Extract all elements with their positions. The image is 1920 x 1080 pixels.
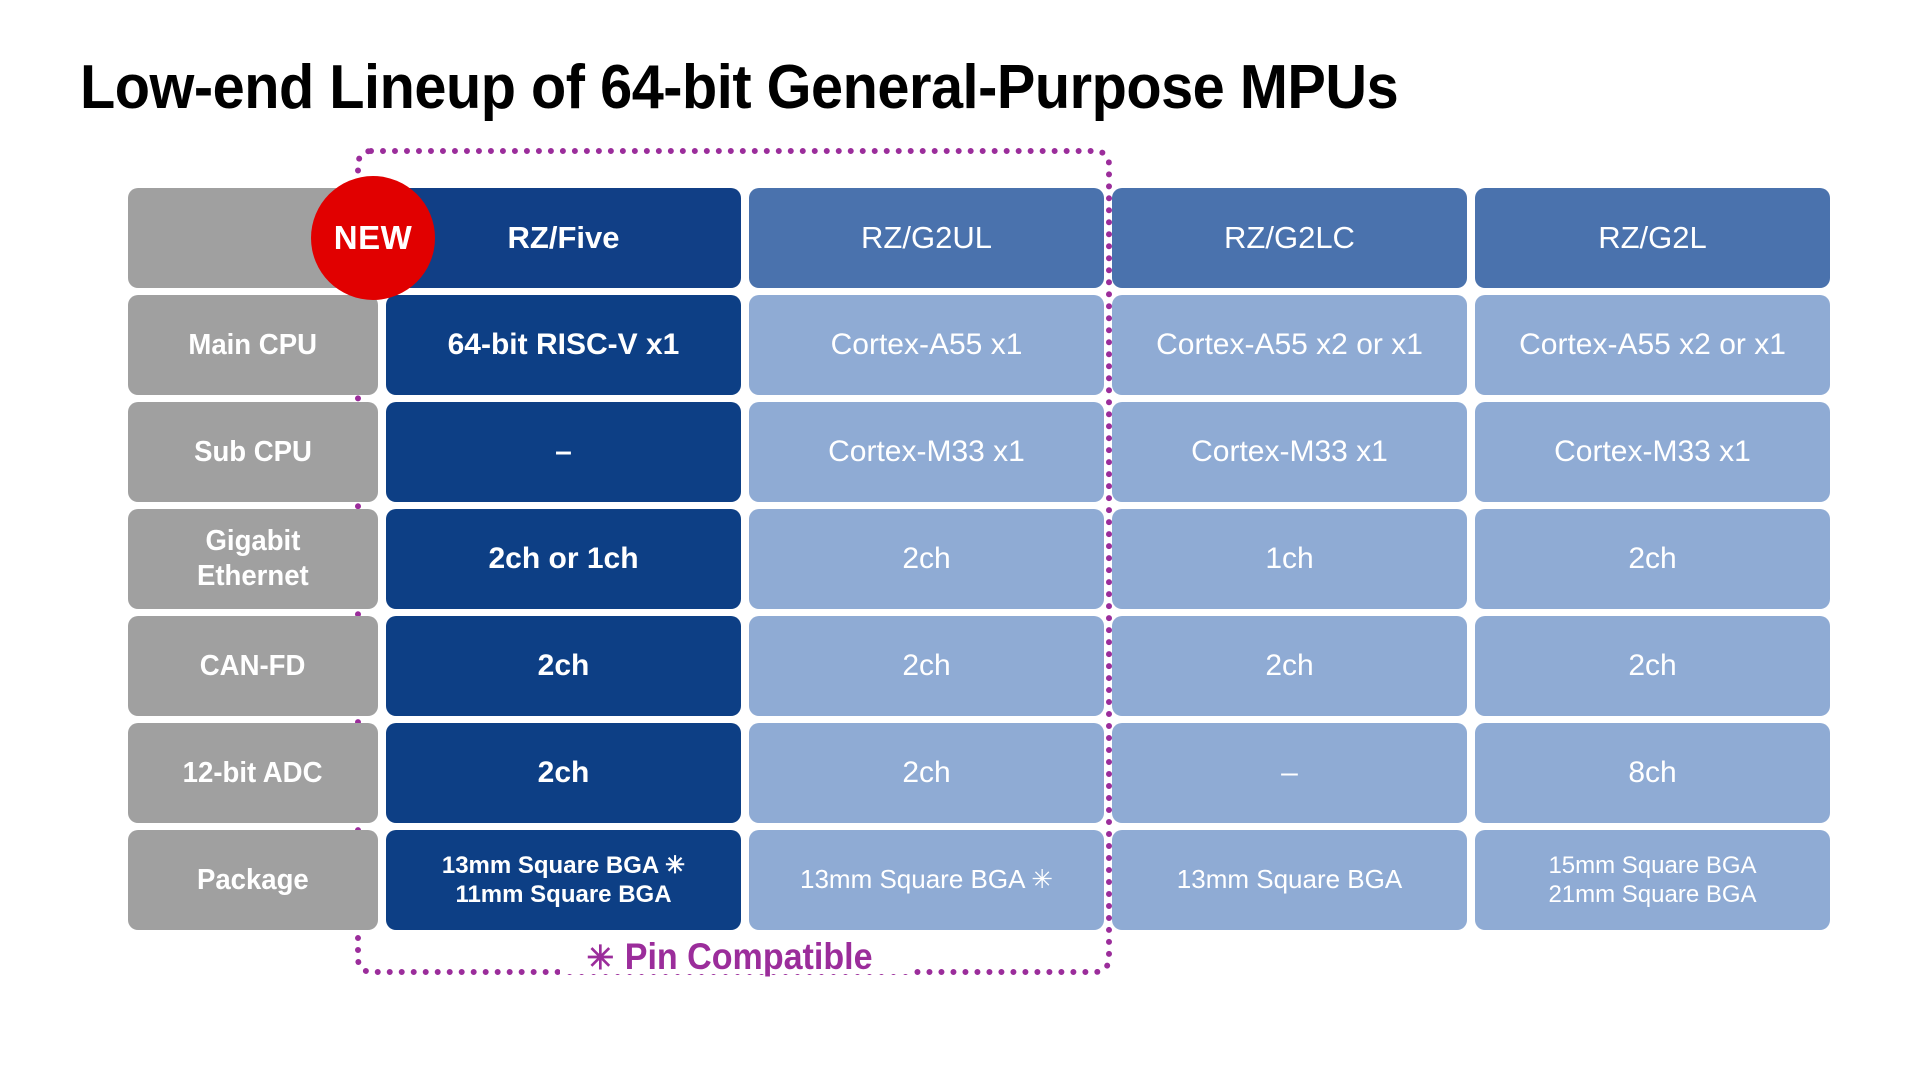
cell-main-cpu-rz-g2lc: Cortex-A55 x2 or x1 <box>1112 295 1467 395</box>
package-line1: 13mm Square BGA ✳ <box>441 851 686 879</box>
package-line2: 21mm Square BGA <box>1548 881 1757 908</box>
cell-main-cpu-rz-g2ul: Cortex-A55 x1 <box>749 295 1104 395</box>
row-label-sub-cpu: Sub CPU <box>128 402 378 502</box>
row-label-gigabit-ethernet: Gigabit Ethernet <box>128 509 378 609</box>
new-badge: NEW <box>311 176 435 300</box>
cell-can-fd-rz-g2lc: 2ch <box>1112 616 1467 716</box>
cell-sub-cpu-rz-g2lc: Cortex-M33 x1 <box>1112 402 1467 502</box>
cell-package-rz-g2l: 15mm Square BGA 21mm Square BGA <box>1475 830 1830 930</box>
package-line1: 15mm Square BGA <box>1548 851 1757 879</box>
row-label-line2: Ethernet <box>197 560 309 592</box>
cell-package-rz-five: 13mm Square BGA ✳ 11mm Square BGA <box>386 830 741 930</box>
cell-package-rz-five-text: 13mm Square BGA ✳ 11mm Square BGA <box>442 851 685 910</box>
cell-gigabit-ethernet-rz-five: 2ch or 1ch <box>386 509 741 609</box>
table-row: Gigabit Ethernet 2ch or 1ch 2ch 1ch 2ch <box>128 509 1830 609</box>
cell-can-fd-rz-five: 2ch <box>386 616 741 716</box>
row-label-main-cpu: Main CPU <box>128 295 378 395</box>
cell-can-fd-rz-g2ul: 2ch <box>749 616 1104 716</box>
row-label-text: CAN-FD <box>200 649 306 682</box>
row-label-text: Package <box>197 863 309 896</box>
cell-gigabit-ethernet-rz-g2lc: 1ch <box>1112 509 1467 609</box>
cell-package-rz-g2ul: 13mm Square BGA ✳ <box>749 830 1104 930</box>
cell-sub-cpu-rz-five: – <box>386 402 741 502</box>
cell-12-bit-adc-rz-g2l: 8ch <box>1475 723 1830 823</box>
column-header-rz-g2ul: RZ/G2UL <box>749 188 1104 288</box>
pin-compatible-text: Pin Compatible <box>624 936 873 977</box>
package-line2: 11mm Square BGA <box>455 881 672 908</box>
row-label-12-bit-adc: 12-bit ADC <box>128 723 378 823</box>
row-label-text: Main CPU <box>188 328 318 361</box>
row-label-text: Gigabit Ethernet <box>194 524 312 595</box>
pin-compatible-label-gap <box>560 944 910 974</box>
column-header-rz-g2l: RZ/G2L <box>1475 188 1830 288</box>
table-row: Package 13mm Square BGA ✳ 11mm Square BG… <box>128 830 1830 930</box>
table-header-row: RZ/Five RZ/G2UL RZ/G2LC RZ/G2L <box>128 188 1830 288</box>
cell-can-fd-rz-g2l: 2ch <box>1475 616 1830 716</box>
row-label-line1: Gigabit <box>205 524 301 557</box>
cell-gigabit-ethernet-rz-g2ul: 2ch <box>749 509 1104 609</box>
cell-main-cpu-rz-five: 64-bit RISC-V x1 <box>386 295 741 395</box>
cell-gigabit-ethernet-rz-g2l: 2ch <box>1475 509 1830 609</box>
table-row: 12-bit ADC 2ch 2ch – 8ch <box>128 723 1830 823</box>
table-row: Main CPU 64-bit RISC-V x1 Cortex-A55 x1 … <box>128 295 1830 395</box>
cell-package-rz-g2l-text: 15mm Square BGA 21mm Square BGA <box>1548 851 1756 910</box>
row-label-package: Package <box>128 830 378 930</box>
cell-main-cpu-rz-g2l: Cortex-A55 x2 or x1 <box>1475 295 1830 395</box>
cell-12-bit-adc-rz-g2ul: 2ch <box>749 723 1104 823</box>
pin-compatible-label: ✳Pin Compatible <box>560 936 910 978</box>
table-row: Sub CPU – Cortex-M33 x1 Cortex-M33 x1 Co… <box>128 402 1830 502</box>
cell-12-bit-adc-rz-five: 2ch <box>386 723 741 823</box>
column-header-rz-g2lc: RZ/G2LC <box>1112 188 1467 288</box>
cell-sub-cpu-rz-g2ul: Cortex-M33 x1 <box>749 402 1104 502</box>
row-label-text: Sub CPU <box>194 435 312 468</box>
comparison-table: RZ/Five RZ/G2UL RZ/G2LC RZ/G2L Main CPU … <box>128 188 1830 930</box>
column-header-rz-five: RZ/Five <box>386 188 741 288</box>
table-row: CAN-FD 2ch 2ch 2ch 2ch <box>128 616 1830 716</box>
page-title: Low-end Lineup of 64-bit General-Purpose… <box>80 53 1399 122</box>
row-label-text: 12-bit ADC <box>183 756 323 789</box>
new-badge-label: NEW <box>333 219 413 256</box>
cell-package-rz-g2lc: 13mm Square BGA <box>1112 830 1467 930</box>
cell-12-bit-adc-rz-g2lc: – <box>1112 723 1467 823</box>
cell-sub-cpu-rz-g2l: Cortex-M33 x1 <box>1475 402 1830 502</box>
row-label-can-fd: CAN-FD <box>128 616 378 716</box>
asterisk-icon: ✳ <box>586 939 615 976</box>
